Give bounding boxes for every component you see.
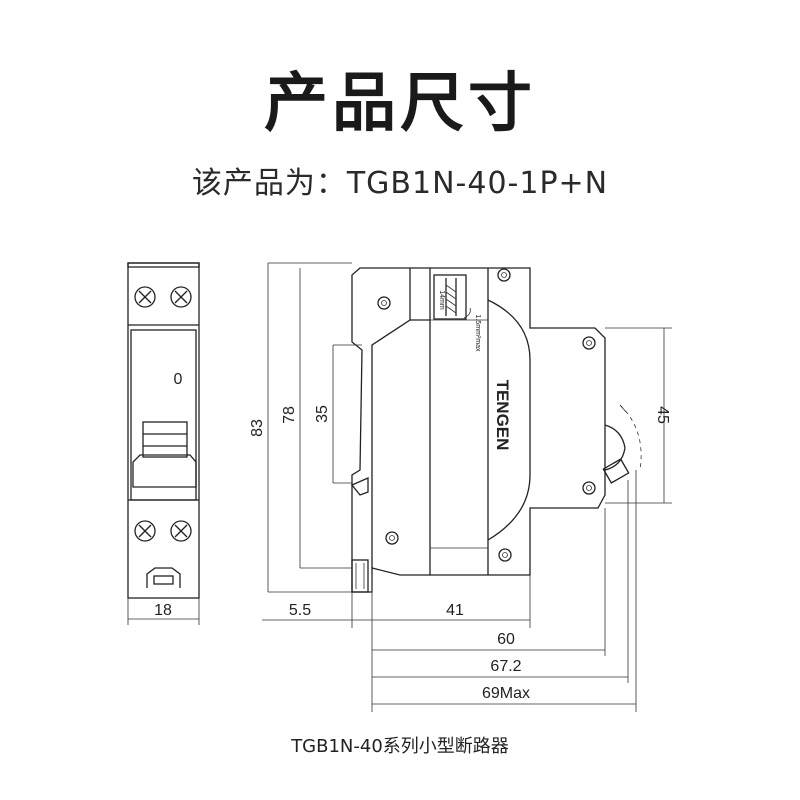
handle-off-mark: 0 xyxy=(174,371,183,388)
dim-label-5-5: 5.5 xyxy=(289,602,311,619)
drawing-caption: TGB1N-40系列小型断路器 xyxy=(291,736,509,757)
dim-label-69max: 69Max xyxy=(482,685,530,702)
rivet-icon xyxy=(377,296,391,310)
side-front-step xyxy=(371,268,411,568)
toggle-handle xyxy=(132,421,197,488)
side-view: 14mm 1.5mm²max TENGEN 83 xyxy=(249,262,672,712)
side-din-hook xyxy=(350,477,369,496)
handle-knob xyxy=(602,458,630,484)
dim-label-67-2: 67.2 xyxy=(490,658,521,675)
strip-gauge-frame xyxy=(433,274,467,320)
front-body-outline xyxy=(127,262,200,599)
wire-size-label: 1.5mm²max xyxy=(474,315,481,352)
rivet-icon xyxy=(385,531,399,545)
top-terminal-screws xyxy=(134,286,192,308)
page-title: 产品尺寸 xyxy=(264,67,536,141)
handle-slot xyxy=(142,421,188,458)
side-din-clip xyxy=(351,559,369,593)
side-body-outline xyxy=(351,267,606,593)
screw-icon xyxy=(134,520,156,542)
dim-label-18: 18 xyxy=(154,602,172,619)
handle-lever xyxy=(132,454,197,488)
front-view: 0 18 xyxy=(127,262,200,625)
front-cover-panel xyxy=(130,329,197,501)
strip-length-label: 14mm xyxy=(438,290,445,310)
dim-label-45: 45 xyxy=(654,406,671,424)
wire-icon xyxy=(463,307,471,319)
rivet-icon xyxy=(582,336,596,350)
rivet-icon xyxy=(582,481,596,495)
side-rivets xyxy=(377,268,596,562)
dim-label-78: 78 xyxy=(281,406,298,424)
rivet-icon xyxy=(497,268,511,282)
dim-label-41: 41 xyxy=(446,602,464,619)
dim-label-35: 35 xyxy=(314,405,331,423)
rivet-icon xyxy=(498,548,512,562)
front-top-edge xyxy=(127,262,200,268)
din-clip-tab xyxy=(153,575,174,585)
din-clip xyxy=(146,567,181,588)
brand-logo-text: TENGEN xyxy=(493,380,512,451)
bottom-terminal-screws xyxy=(134,520,192,542)
handle-swing-arc xyxy=(619,404,642,471)
screw-icon xyxy=(134,286,156,308)
dim-label-83: 83 xyxy=(249,419,266,437)
product-model-subtitle: 该产品为：TGB1N-40-1P+N xyxy=(191,166,609,201)
strip-length-gauge: 14mm 1.5mm²max xyxy=(433,274,481,352)
side-back-bulge xyxy=(487,299,531,541)
handle-pivot xyxy=(604,424,626,471)
dim-label-60: 60 xyxy=(497,631,515,648)
screw-icon xyxy=(170,520,192,542)
screw-icon xyxy=(170,286,192,308)
